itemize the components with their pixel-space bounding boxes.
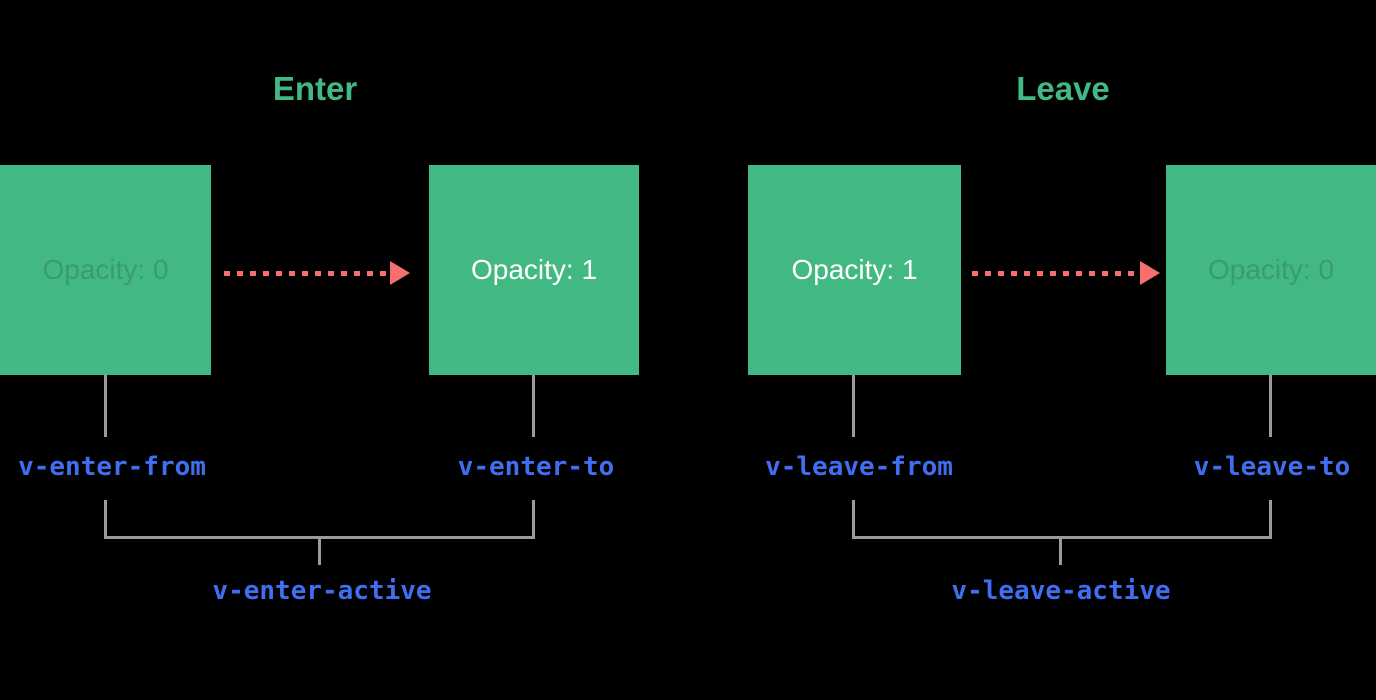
leave-from-connector-line [852,375,855,437]
enter-from-class-label: v-enter-from [18,452,206,482]
enter-bracket-center-line [318,536,321,565]
leave-to-connector-line [1269,375,1272,437]
leave-transition-arrow [972,261,1160,285]
leave-from-box: Opacity: 1 [748,165,961,375]
enter-from-opacity-label: Opacity: 0 [42,254,169,285]
leave-bracket-left-line [852,500,855,539]
enter-to-box: Opacity: 1 [429,165,639,375]
leave-title: Leave [1016,70,1110,107]
leave-bracket-horizontal-line [852,536,1272,539]
leave-active-class-label: v-leave-active [951,576,1171,606]
enter-to-opacity-label: Opacity: 1 [470,254,598,285]
arrow-right-icon [1140,261,1160,285]
enter-from-box: Opacity: 0 [0,165,211,375]
enter-bracket-right-line [532,500,535,539]
dashed-line [972,270,1140,276]
enter-bracket-horizontal-line [104,536,535,539]
arrow-right-icon [390,261,410,285]
enter-to-class-label: v-enter-to [457,452,615,482]
leave-bracket-right-line [1269,500,1272,539]
enter-transition-arrow [224,261,410,285]
leave-bracket-center-line [1059,536,1062,565]
leave-from-class-label: v-leave-from [765,452,953,482]
leave-to-class-label: v-leave-to [1193,452,1351,482]
leave-from-opacity-label: Opacity: 1 [791,254,918,285]
enter-to-connector-line [532,375,535,437]
enter-from-connector-line [104,375,107,437]
enter-bracket-left-line [104,500,107,539]
dashed-line [224,270,390,276]
enter-active-class-label: v-enter-active [212,576,432,606]
leave-to-opacity-label: Opacity: 0 [1207,254,1335,285]
enter-title: Enter [272,70,358,107]
leave-to-box: Opacity: 0 [1166,165,1376,375]
